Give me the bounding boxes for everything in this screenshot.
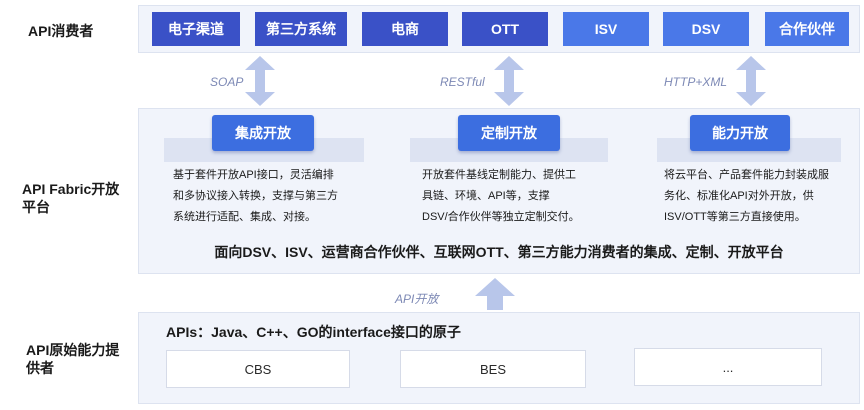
provider-more[interactable]: ... [634,348,822,386]
consumer-dsv[interactable]: DSV [663,12,749,46]
double-arrow-restful [494,56,524,106]
provider-bes[interactable]: BES [400,350,586,388]
consumer-ecommerce[interactable]: 电商 [362,12,448,46]
up-arrow-api-open [475,278,515,310]
consumer-isv[interactable]: ISV [563,12,649,46]
consumer-partner[interactable]: 合作伙伴 [765,12,849,46]
capability-customization-button[interactable]: 定制开放 [458,115,560,151]
consumer-row-label: API消费者 [28,23,94,39]
consumer-electronic-channel[interactable]: 电子渠道 [152,12,240,46]
double-arrow-soap [245,56,275,106]
protocol-api-open-label: API开放 [395,292,439,306]
capability-integration-button[interactable]: 集成开放 [212,115,314,151]
consumer-ott[interactable]: OTT [462,12,548,46]
protocol-restful-label: RESTful [440,75,485,89]
fabric-row-label: API Fabric开放平台 [22,181,120,215]
capability-openness-desc: 将云平台、产品套件能力封装成服 务化、标准化API对外开放，供 ISV/OTT等… [664,169,829,223]
capability-integration-desc: 基于套件开放API接口，灵活编排 和多协议接入转换，支撑与第三方 系统进行适配、… [173,169,338,223]
consumer-third-party-system[interactable]: 第三方系统 [255,12,347,46]
fabric-summary: 面向DSV、ISV、运营商合作伙伴、互联网OTT、第三方能力消费者的集成、定制、… [214,244,784,260]
provider-cbs[interactable]: CBS [166,350,350,388]
protocol-http-xml-label: HTTP+XML [664,75,728,89]
capability-customization-desc: 开放套件基线定制能力、提供工 具链、环境、API等，支撑 DSV/合作伙伴等独立… [422,169,580,223]
double-arrow-http-xml [736,56,766,106]
capability-openness-button[interactable]: 能力开放 [690,115,790,151]
provider-row-label: API原始能力提供者 [26,342,120,376]
apis-title: APIs：Java、C++、GO的interface接口的原子 [166,324,461,340]
protocol-soap-label: SOAP [210,75,244,89]
